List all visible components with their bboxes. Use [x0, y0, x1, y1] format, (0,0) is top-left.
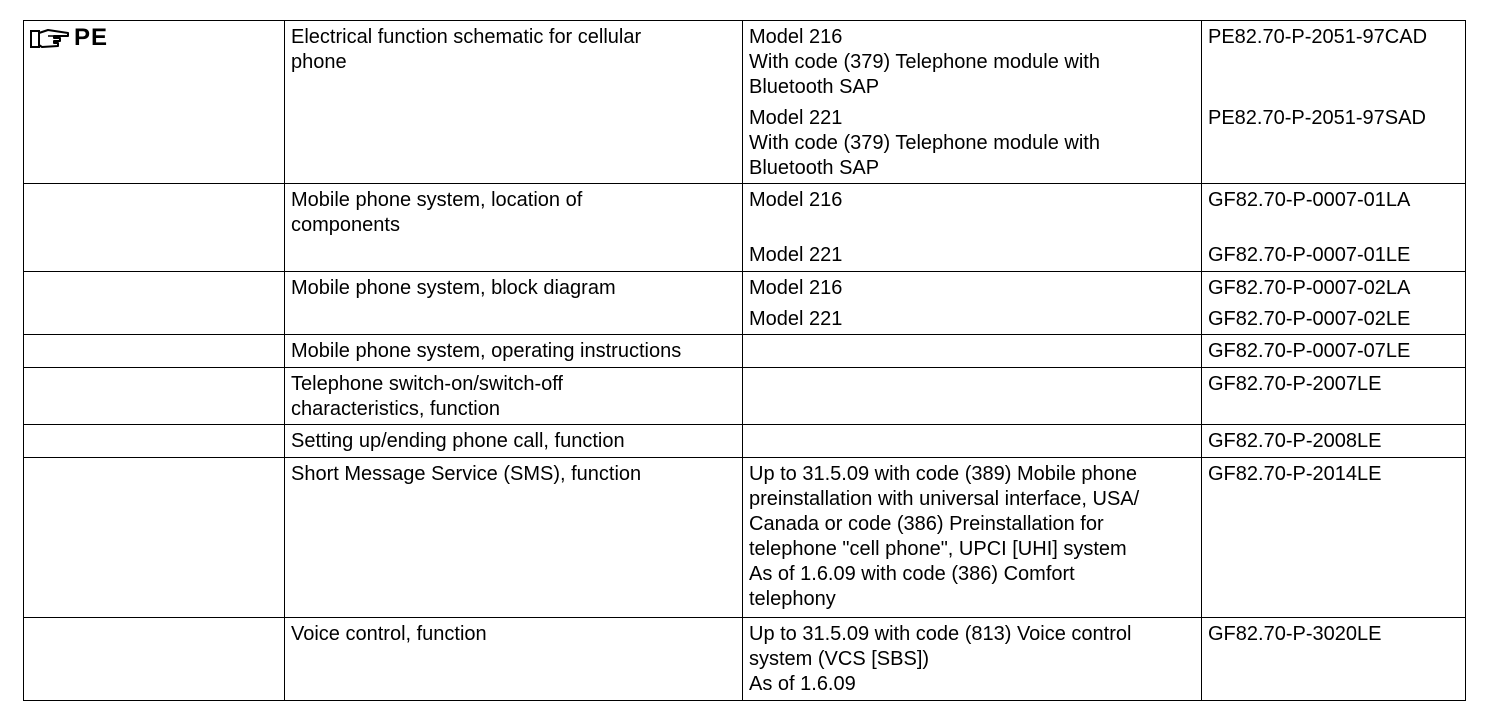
table-row: Mobile phone system, location of compone…: [23, 183, 1466, 272]
table-row: Setting up/ending phone call, function G…: [23, 424, 1466, 458]
condition-cell: [742, 424, 1202, 458]
table-row: Mobile phone system, block diagram Model…: [23, 271, 1466, 335]
table-row: Mobile phone system, operating instructi…: [23, 334, 1466, 368]
document-cell: GF82.70-P-0007-02LA GF82.70-P-0007-02LE: [1201, 271, 1466, 335]
condition-cell: [742, 367, 1202, 425]
condition-cell: Up to 31.5.09 with code (813) Voice cont…: [742, 617, 1202, 701]
marker-cell: PE: [23, 20, 285, 184]
document-link: PE82.70-P-2051-97CAD: [1208, 26, 1428, 48]
condition-cell: Model 216 Model 221: [742, 183, 1202, 272]
document-link: GF82.70-P-3020LE: [1208, 623, 1382, 645]
condition-cell: Model 216 With code (379) Telephone modu…: [742, 20, 1202, 184]
reference-table: PE Electrical function schematic for cel…: [23, 20, 1466, 701]
marker-cell: [23, 334, 285, 368]
marker-cell: [23, 617, 285, 701]
document-cell: GF82.70-P-2014LE: [1201, 457, 1466, 618]
title-cell: Telephone switch-on/switch-off character…: [284, 367, 743, 425]
pointing-hand-icon: [30, 28, 69, 48]
marker-cell: [23, 271, 285, 335]
marker-cell: [23, 457, 285, 618]
document-page: PE Electrical function schematic for cel…: [23, 20, 1466, 701]
marker-cell: [23, 424, 285, 458]
table-row: Telephone switch-on/switch-off character…: [23, 367, 1466, 425]
document-cell: GF82.70-P-2008LE: [1201, 424, 1466, 458]
table-row: PE Electrical function schematic for cel…: [23, 20, 1466, 184]
title-cell: Setting up/ending phone call, function: [284, 424, 743, 458]
pe-marker: PE: [30, 25, 278, 50]
document-link: GF82.70-P-0007-07LE: [1208, 340, 1411, 362]
table-row: Short Message Service (SMS), function Up…: [23, 457, 1466, 618]
title-cell: Mobile phone system, operating instructi…: [284, 334, 743, 368]
marker-label: PE: [74, 24, 109, 51]
document-link: PE82.70-P-2051-97SAD: [1208, 107, 1426, 129]
condition-cell: Model 216 Model 221: [742, 271, 1202, 335]
title-cell: Mobile phone system, block diagram: [284, 271, 743, 335]
marker-cell: [23, 183, 285, 272]
title-cell: Electrical function schematic for cellul…: [284, 20, 743, 184]
title-cell: Mobile phone system, location of compone…: [284, 183, 743, 272]
document-cell: GF82.70-P-0007-01LA GF82.70-P-0007-01LE: [1201, 183, 1466, 272]
document-cell: GF82.70-P-2007LE: [1201, 367, 1466, 425]
document-link: GF82.70-P-0007-02LE: [1208, 308, 1411, 330]
marker-cell: [23, 367, 285, 425]
condition-cell: [742, 334, 1202, 368]
title-cell: Short Message Service (SMS), function: [284, 457, 743, 618]
title-cell: Voice control, function: [284, 617, 743, 701]
document-cell: PE82.70-P-2051-97CAD PE82.70-P-2051-97SA…: [1201, 20, 1466, 184]
document-link: GF82.70-P-2014LE: [1208, 463, 1382, 485]
document-link: GF82.70-P-2007LE: [1208, 373, 1382, 395]
document-cell: GF82.70-P-0007-07LE: [1201, 334, 1466, 368]
document-link: GF82.70-P-0007-01LE: [1208, 244, 1411, 266]
document-cell: GF82.70-P-3020LE: [1201, 617, 1466, 701]
document-link: GF82.70-P-2008LE: [1208, 430, 1382, 452]
table-row: Voice control, function Up to 31.5.09 wi…: [23, 617, 1466, 701]
document-link: GF82.70-P-0007-01LA: [1208, 189, 1411, 211]
document-link: GF82.70-P-0007-02LA: [1208, 277, 1411, 299]
condition-cell: Up to 31.5.09 with code (389) Mobile pho…: [742, 457, 1202, 618]
